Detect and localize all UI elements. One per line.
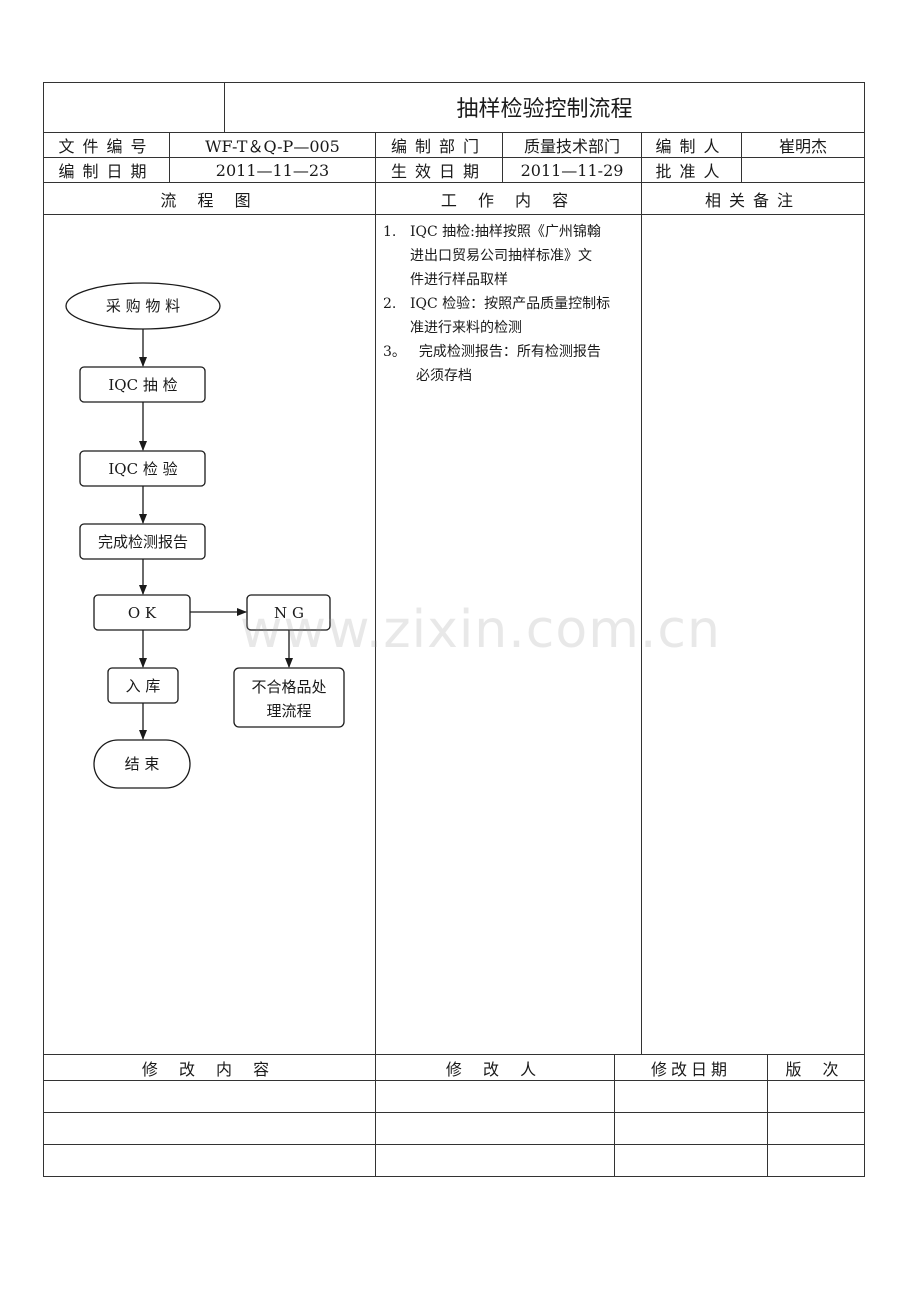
approver-value [742, 158, 864, 182]
work-item-line: 完成检测报告：所有检测报告 [410, 344, 601, 360]
divider [43, 1112, 865, 1113]
flow-column-header: 流 程 图 [160, 190, 259, 210]
work-item: 1. IQC 抽检:抽样按照《广州锦翰 进出口贸易公司抽样标准》文 件进行样品取… [381, 220, 637, 292]
author-value: 崔明杰 [778, 137, 827, 156]
document-frame [43, 82, 865, 1177]
page-title: 抽样检验控制流程 [456, 97, 633, 122]
end-label: 结 束 [125, 755, 160, 773]
divider [375, 132, 376, 1054]
work-item-line: IQC 抽检:抽样按照《广州锦翰 [410, 224, 601, 240]
work-content: 1. IQC 抽检:抽样按照《广州锦翰 进出口贸易公司抽样标准》文 件进行样品取… [381, 220, 637, 388]
revision-version-header: 版 次 [785, 1059, 847, 1079]
dept-value: 质量技术部门 [523, 137, 620, 156]
effective-label: 生效日期 [390, 162, 487, 181]
report-label: 完成检测报告 [98, 533, 188, 551]
flowchart: 采 购 物 料 IQC 抽 检 IQC 检 验 完成检测报告 O K N G 入… [65, 282, 345, 789]
divider [224, 82, 225, 132]
divider [43, 157, 865, 158]
reject-label-line1: 不合格品处 [251, 678, 326, 696]
work-item-number: 1. [383, 224, 397, 240]
reject-label-line2: 理流程 [266, 702, 311, 720]
notes-column-header: 相关备注 [704, 190, 801, 210]
work-item: 2. IQC 检验：按照产品质量控制标 准进行来料的检测 [381, 292, 637, 340]
revision-content-header: 修 改 内 容 [141, 1059, 278, 1079]
date-label: 编制日期 [58, 162, 155, 181]
divider [767, 1054, 768, 1176]
work-item-line: 必须存档 [416, 368, 472, 384]
ok-label: O K [128, 604, 157, 622]
doc-no-label: 文件编号 [58, 137, 155, 156]
author-label: 编制人 [655, 137, 728, 156]
work-item-number: 3。 [383, 344, 406, 360]
work-item-line: IQC 检验：按照产品质量控制标 [410, 296, 611, 312]
doc-no-value: WF-T＆Q-P—005 [205, 137, 340, 156]
divider [43, 214, 865, 215]
divider [614, 1054, 615, 1176]
divider [502, 132, 503, 182]
work-item: 3。 完成检测报告：所有检测报告 必须存档 [381, 340, 637, 388]
effective-value: 2011—11-29 [520, 160, 624, 180]
work-column-header: 工 作 内 容 [440, 190, 577, 210]
divider [43, 1144, 865, 1145]
divider [43, 1054, 865, 1055]
iqc-sampling-label: IQC 抽 检 [108, 376, 177, 394]
start-label: 采 购 物 料 [106, 297, 180, 315]
divider [43, 132, 865, 133]
dept-label: 编制部门 [390, 137, 487, 156]
revision-date-header: 修改日期 [650, 1059, 731, 1079]
work-item-number: 2. [383, 296, 397, 312]
work-item-line: 进出口贸易公司抽样标准》文 [410, 248, 592, 264]
work-item-line: 件进行样品取样 [410, 272, 508, 288]
divider [43, 1080, 865, 1081]
divider [169, 132, 170, 182]
date-value: 2011—11—23 [215, 160, 330, 180]
divider [375, 1054, 376, 1176]
stock-label: 入 库 [126, 677, 161, 695]
approver-label: 批准人 [655, 162, 728, 181]
work-item-line: 准进行来料的检测 [410, 320, 522, 336]
revision-person-header: 修 改 人 [445, 1059, 545, 1079]
divider [741, 132, 742, 182]
divider [43, 182, 865, 183]
ng-label: N G [274, 604, 304, 622]
divider [641, 132, 642, 1054]
end-node [93, 739, 191, 789]
iqc-inspection-label: IQC 检 验 [108, 460, 177, 478]
reject-node [233, 667, 345, 728]
